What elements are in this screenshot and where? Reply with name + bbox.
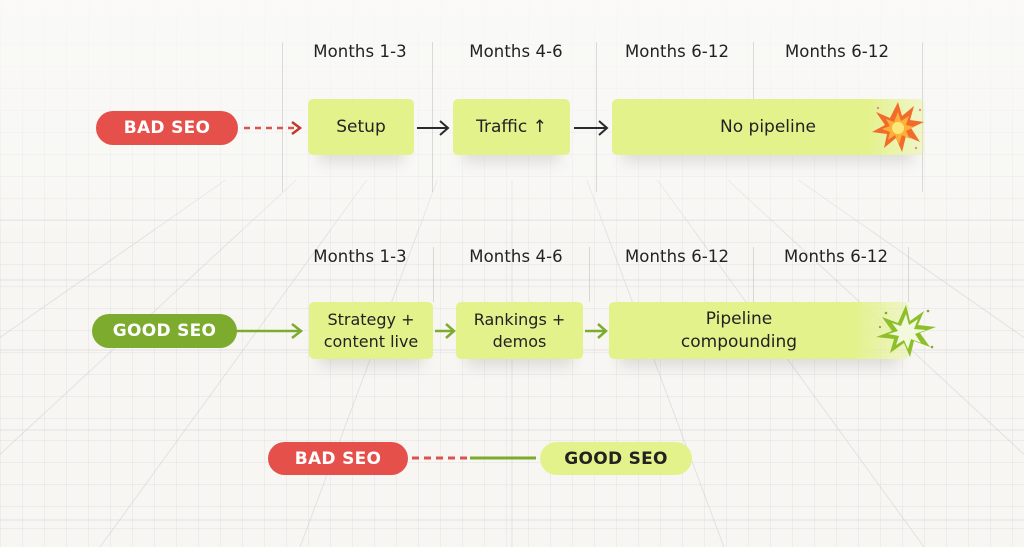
arrow-right-icon (574, 120, 609, 136)
column-divider (282, 42, 283, 192)
good-seo-pill: GOOD SEO (92, 314, 237, 348)
step-box-traffic: Traffic ↑ (453, 99, 570, 155)
legend-good-seo-pill: GOOD SEO (540, 442, 692, 475)
step-box-setup: Setup (308, 99, 414, 155)
month-label: Months 6-12 (624, 42, 730, 61)
explosion-icon (872, 102, 924, 152)
starburst-icon (876, 305, 936, 357)
month-label: Months 6-12 (624, 247, 730, 266)
step-box-no-pipeline: No pipeline (612, 99, 924, 155)
arrow-right-icon (236, 323, 304, 339)
column-divider (753, 42, 754, 102)
step-label: No pipeline (720, 116, 816, 137)
arrow-right-icon (417, 120, 450, 136)
step-box-rankings: Rankings + demos (456, 302, 583, 359)
column-divider (589, 247, 590, 302)
transition-connector (412, 456, 536, 460)
month-label: Months 1-3 (313, 42, 407, 61)
perspective-grid (0, 180, 1024, 547)
arrow-right-icon (585, 323, 608, 339)
column-divider (908, 247, 909, 302)
step-box-strategy: Strategy + content live (309, 302, 433, 359)
month-label: Months 4-6 (469, 247, 563, 266)
month-label: Months 4-6 (469, 42, 563, 61)
bad-seo-pill: BAD SEO (96, 111, 238, 145)
month-label: Months 6-12 (783, 247, 889, 266)
month-label: Months 1-3 (313, 247, 407, 266)
arrow-right-icon (435, 323, 456, 339)
dashed-arrow-icon (244, 121, 303, 135)
column-divider (432, 42, 433, 192)
month-label: Months 6-12 (784, 42, 890, 61)
column-divider (596, 42, 597, 192)
column-divider (433, 247, 434, 302)
step-label: Pipeline compounding (680, 308, 798, 352)
step-box-pipeline: Pipeline compounding (609, 302, 909, 359)
legend-bad-seo-pill: BAD SEO (268, 442, 408, 475)
column-divider (753, 247, 754, 302)
